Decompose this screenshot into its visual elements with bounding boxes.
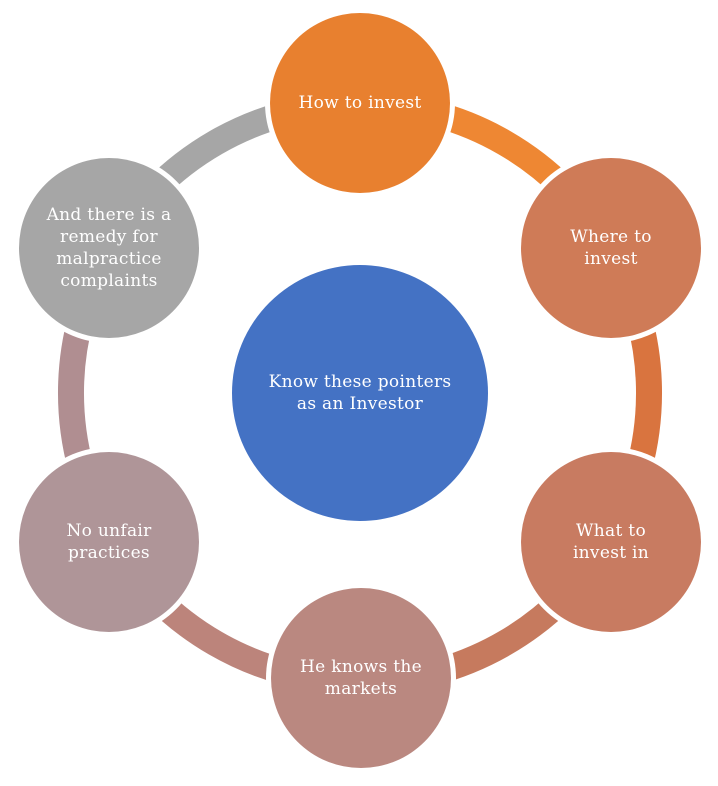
node-label: Where to invest: [570, 226, 652, 269]
node-where-to-invest: Where to invest: [521, 158, 701, 338]
node-he-knows-the-markets: He knows the markets: [271, 588, 451, 768]
node-no-unfair-practices: No unfair practices: [19, 452, 199, 632]
node-label: How to invest: [298, 92, 422, 113]
center-node: Know these pointers as an Investor: [232, 265, 488, 521]
node-remedy-for-malpractice: And there is a remedy for malpractice co…: [19, 158, 199, 338]
node-what-to-invest-in: What to invest in: [521, 452, 701, 632]
node-how-to-invest: How to invest: [270, 13, 450, 193]
node-label: What to invest in: [572, 520, 650, 563]
node-label: He knows the markets: [300, 656, 422, 699]
center-node-label: Know these pointers as an Investor: [268, 371, 452, 414]
node-label: And there is a remedy for malpractice co…: [46, 204, 172, 292]
node-label: No unfair practices: [66, 520, 152, 563]
